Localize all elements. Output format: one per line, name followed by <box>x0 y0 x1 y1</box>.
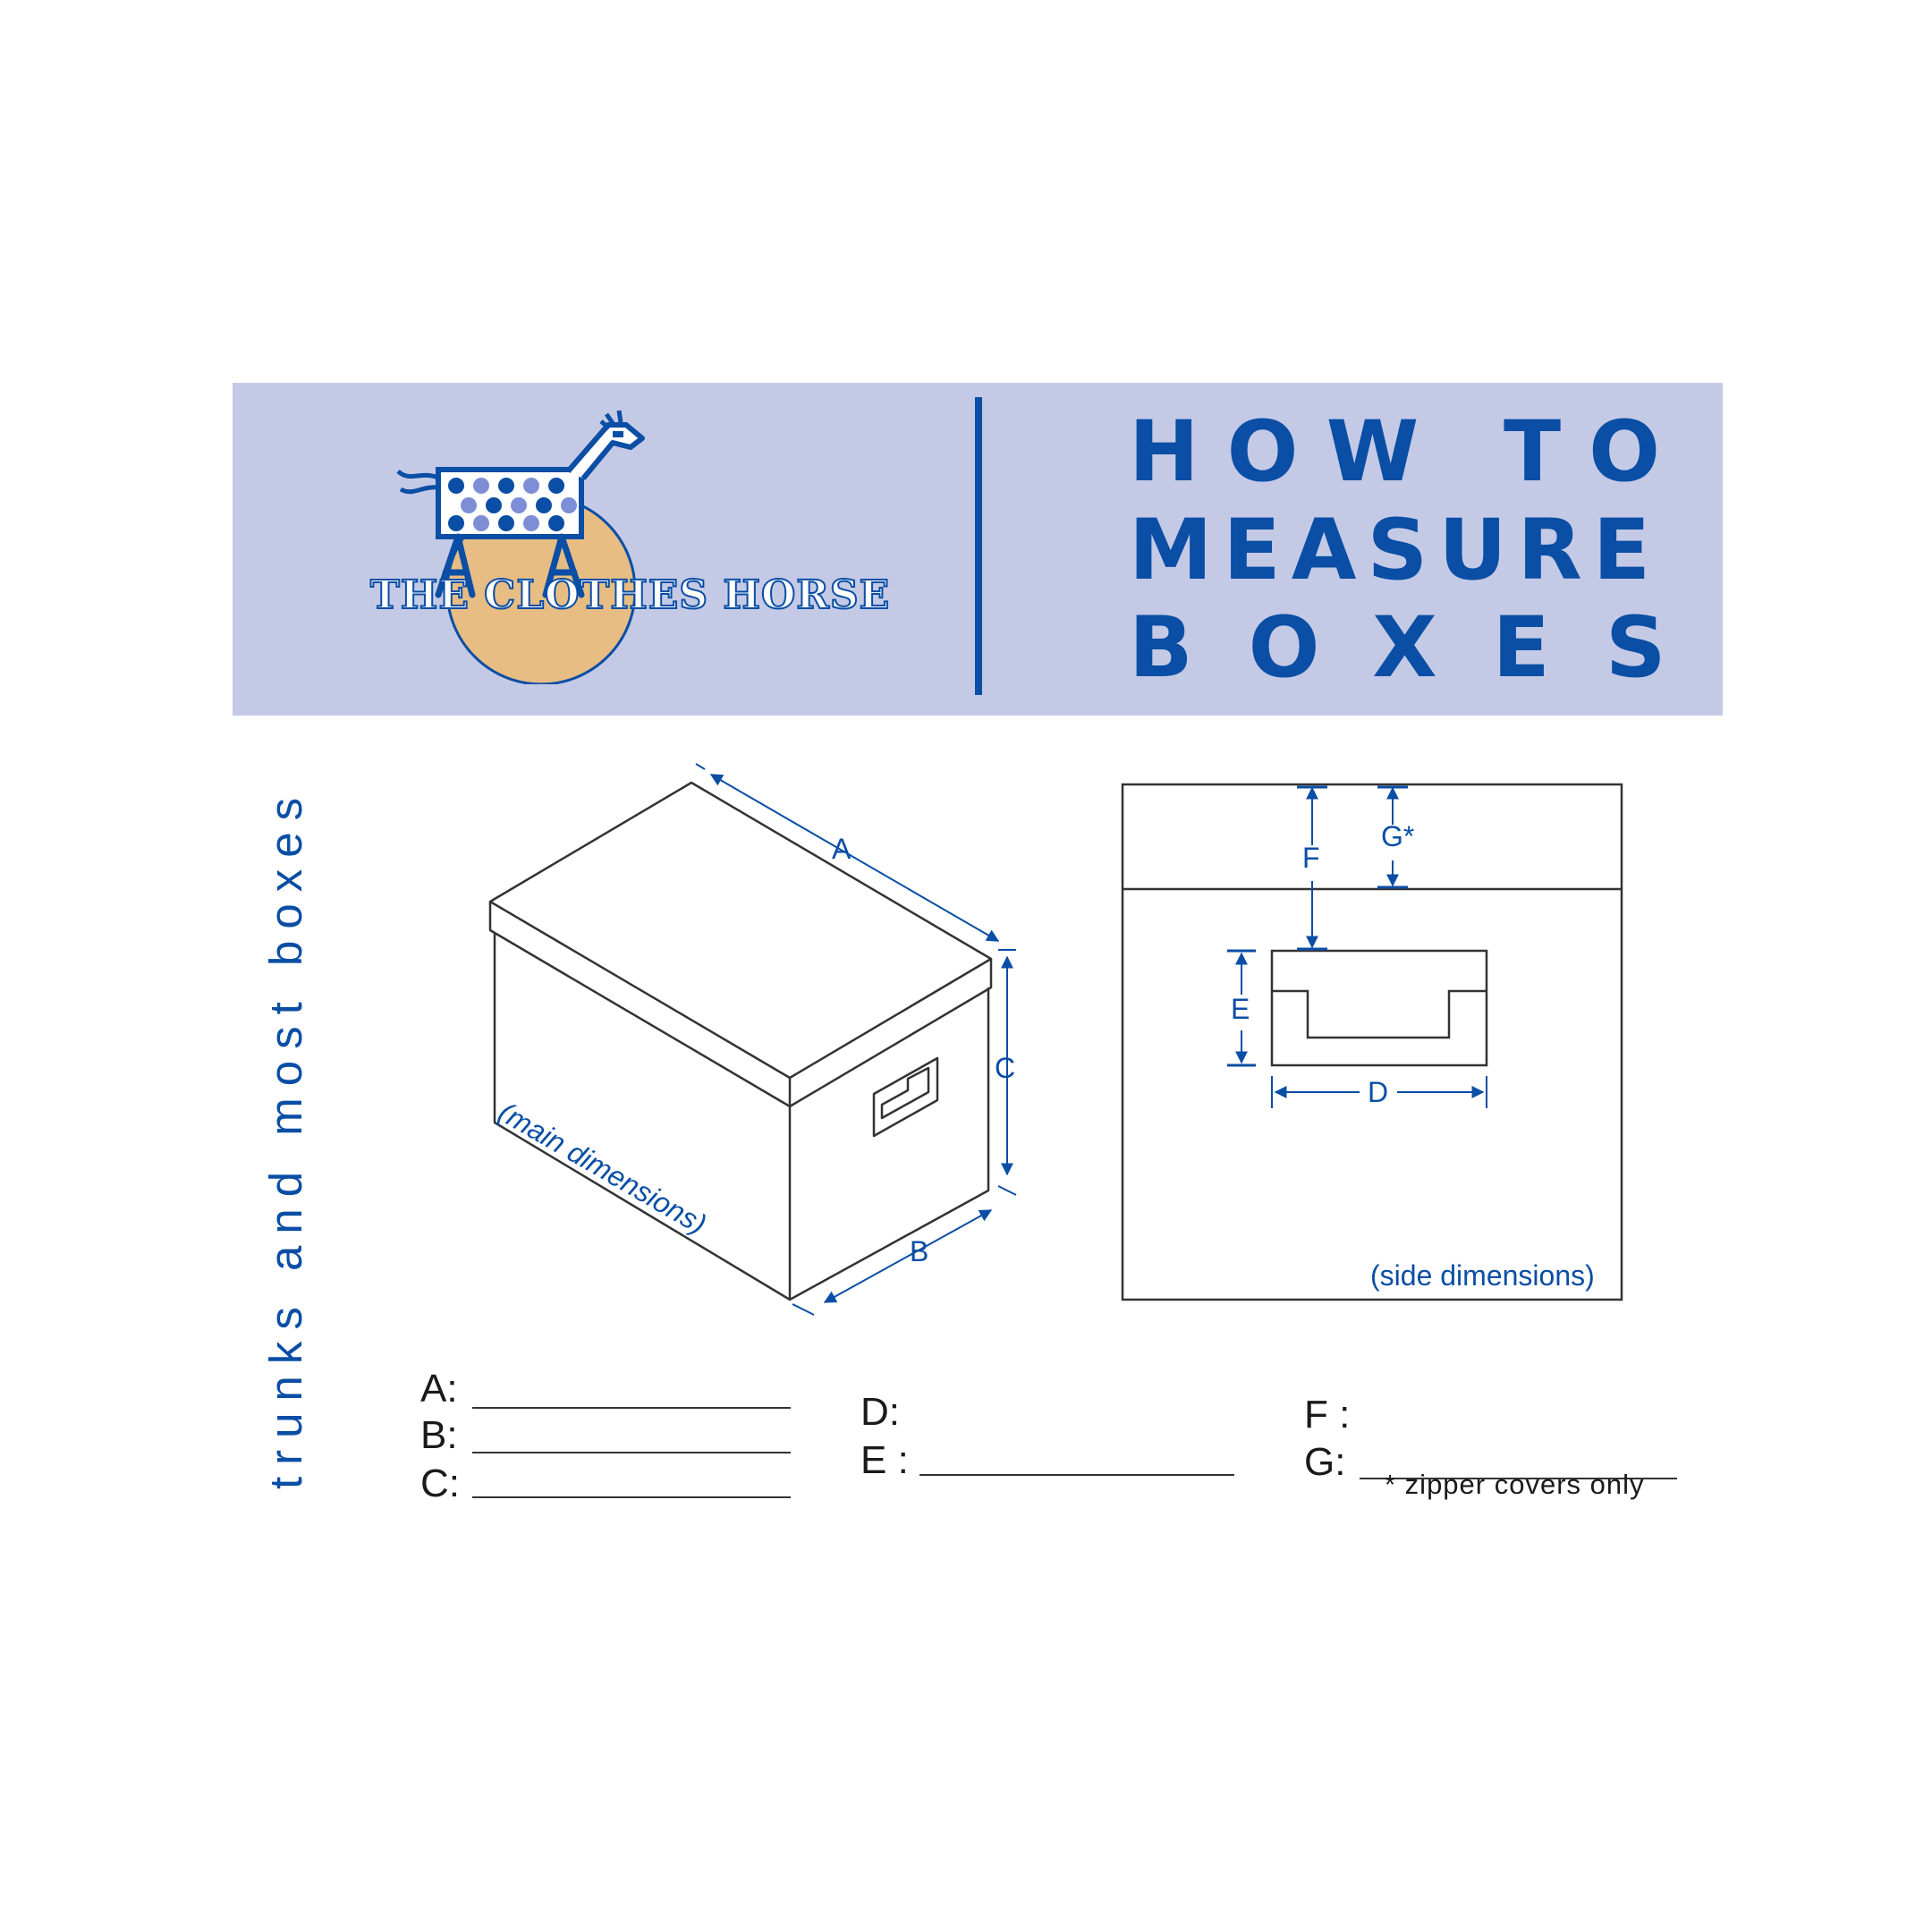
header-divider <box>975 397 982 695</box>
side-caption: (side dimensions) <box>1370 1259 1595 1292</box>
form-label-f: F : <box>1304 1393 1351 1436</box>
title-line-1: HOW TO <box>1129 403 1689 501</box>
dim-a-label: A <box>832 833 852 865</box>
brand-name: THE CLOTHES HORSE <box>369 572 891 619</box>
form-label-e: E : <box>860 1438 909 1482</box>
form-line-a[interactable] <box>472 1407 791 1409</box>
form-label-g: G: <box>1304 1440 1346 1484</box>
title-line-2: MEASURE <box>1129 502 1662 599</box>
dim-c-label: C <box>995 1052 1015 1084</box>
side-view-drawing <box>1121 783 1623 1301</box>
form-label-d: D: <box>860 1390 900 1434</box>
dim-g-label: G* <box>1381 820 1414 852</box>
footnote: * zipper covers only <box>1385 1469 1645 1500</box>
dim-f-label: F <box>1302 842 1320 874</box>
form-line-b[interactable] <box>472 1452 791 1453</box>
form-label-a: A: <box>420 1367 458 1411</box>
dim-e-label: E <box>1231 993 1250 1025</box>
dim-b-label: B <box>910 1235 928 1267</box>
form-label-c: C: <box>420 1462 460 1505</box>
main-caption: (main dimensions) <box>494 1096 712 1241</box>
clothes-horse-logo <box>396 410 645 684</box>
box-drawing <box>488 781 993 1301</box>
form-line-g[interactable] <box>1360 1478 1677 1479</box>
form-line-e[interactable] <box>919 1474 1234 1476</box>
form-line-c[interactable] <box>472 1496 791 1498</box>
form-label-b: B: <box>420 1413 458 1457</box>
dim-d-label: D <box>1368 1076 1388 1108</box>
